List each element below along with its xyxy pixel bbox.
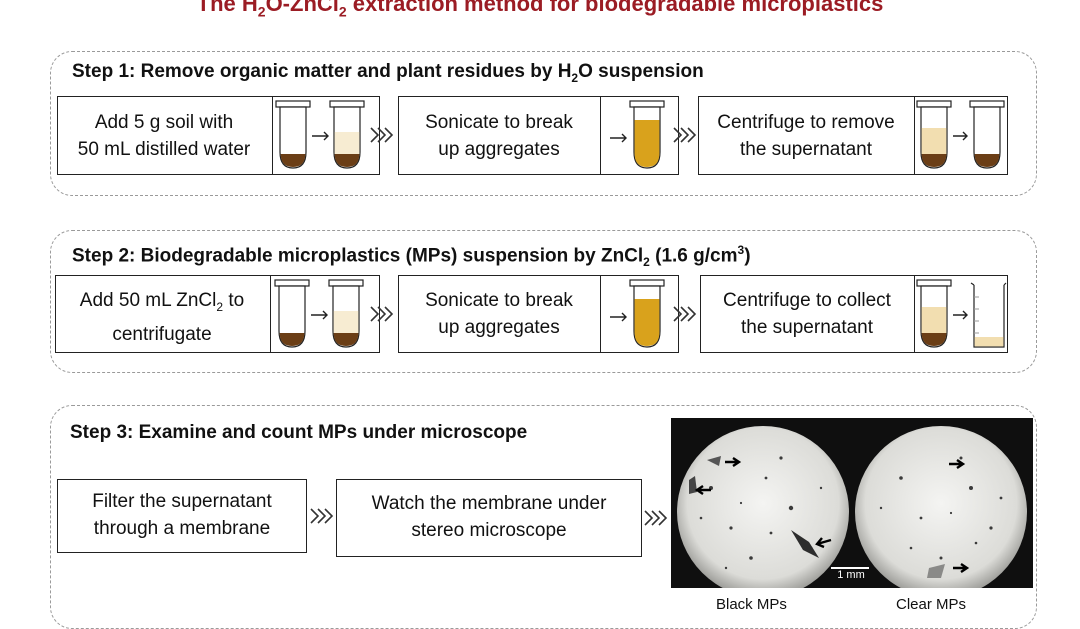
step3-microscope-box xyxy=(336,479,642,557)
right-arrow-icon xyxy=(610,312,627,322)
step2-heading: Step 2: Biodegradable microplastics (MPs… xyxy=(72,243,751,270)
right-arrow-icon xyxy=(312,131,329,141)
pointer-arrow-icon xyxy=(953,563,970,573)
step2-panel xyxy=(50,230,1037,373)
pointer-arrow-icon xyxy=(694,485,711,495)
step2-add-zncl2-text: Add 50 mL ZnCl2 to centrifugate xyxy=(79,290,245,345)
box-divider xyxy=(914,97,915,174)
diagram-title: The H2O-ZnCl2 extraction method for biod… xyxy=(196,0,884,20)
pointer-arrow-icon xyxy=(725,457,742,467)
tube-supernatant-soil xyxy=(916,100,952,169)
step1-tube-sonicated xyxy=(610,100,665,169)
membrane-black-mps xyxy=(677,426,849,588)
step2-tubes-collect xyxy=(916,279,1007,348)
right-arrow-icon xyxy=(311,310,328,320)
box-divider xyxy=(270,276,271,352)
beaker-with-supernatant xyxy=(970,282,1007,348)
step1-sonicate-box xyxy=(398,96,679,175)
pointer-arrow-icon xyxy=(815,537,832,549)
tube-soil-pellet xyxy=(969,100,1005,169)
box-divider xyxy=(600,97,601,174)
tube-with-zncl2 xyxy=(328,279,364,348)
step1-tubes-centrifuge xyxy=(916,100,1005,169)
step3-filter-box xyxy=(57,479,307,553)
caption-clear-mps: Clear MPs xyxy=(896,596,967,613)
tube-yellow-suspension xyxy=(629,279,665,348)
right-arrow-icon xyxy=(953,131,968,141)
caption-black-mps: Black MPs xyxy=(716,596,787,613)
step2-centrifuge-box xyxy=(700,275,1008,353)
step1-heading: Step 1: Remove organic matter and plant … xyxy=(72,61,704,85)
tube-supernatant-soil xyxy=(916,279,952,348)
step2-tubes-zncl2 xyxy=(274,279,364,348)
pointer-arrow-icon xyxy=(949,459,966,469)
microscope-photo: 1 mm xyxy=(671,418,1033,588)
step1-tubes-soil-water xyxy=(275,100,365,169)
double-chevron-icon xyxy=(310,508,334,524)
step3-heading: Step 3: Examine and count MPs under micr… xyxy=(70,422,528,443)
tube-with-soil xyxy=(274,279,310,348)
tube-with-soil xyxy=(275,100,311,169)
right-arrow-icon xyxy=(610,133,627,143)
right-arrow-icon xyxy=(953,310,968,320)
double-chevron-icon xyxy=(644,510,668,526)
box-divider xyxy=(600,276,601,352)
step1-panel xyxy=(50,51,1037,196)
box-divider xyxy=(272,97,273,174)
tube-yellow-suspension xyxy=(629,100,665,169)
box-divider xyxy=(914,276,915,352)
step2-sonicate-box xyxy=(398,275,679,353)
membrane-clear-mps xyxy=(855,426,1027,588)
double-chevron-icon xyxy=(370,127,394,143)
tube-with-water xyxy=(329,100,365,169)
double-chevron-icon xyxy=(370,306,394,322)
double-chevron-icon xyxy=(673,127,697,143)
scale-bar-label: 1 mm xyxy=(837,569,865,581)
double-chevron-icon xyxy=(673,306,697,322)
step2-tube-sonicated xyxy=(610,279,665,348)
